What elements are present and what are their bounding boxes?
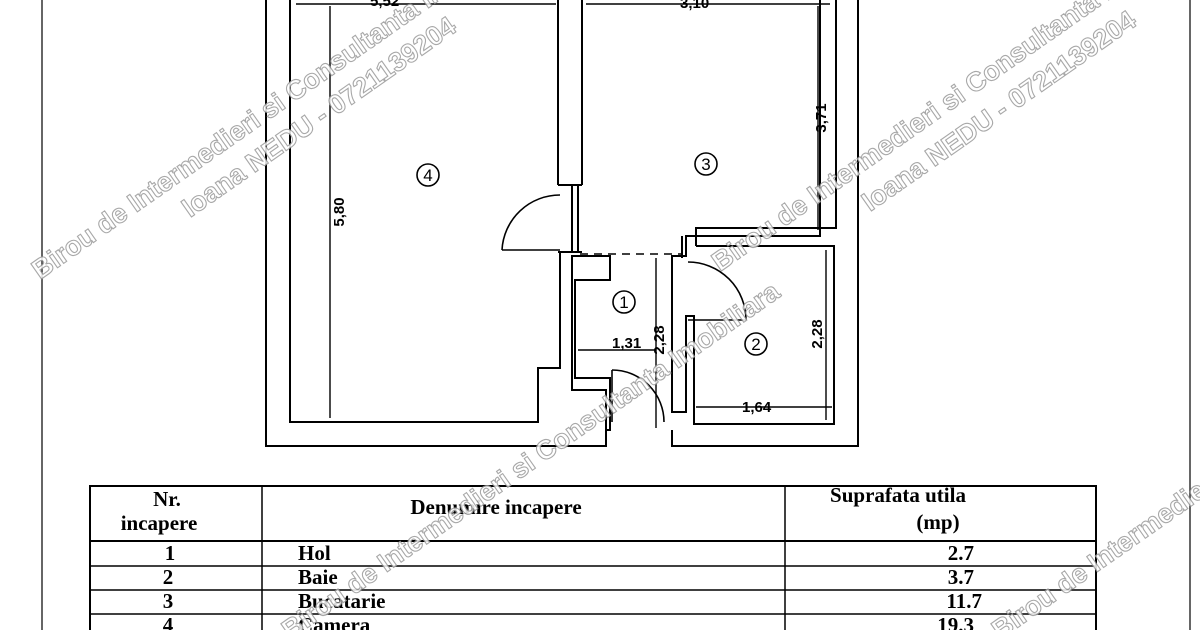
svg-text:Bucatarie: Bucatarie xyxy=(298,589,385,613)
table-header-name: Denumire incapere xyxy=(410,495,581,519)
room-marker-3: 3 xyxy=(694,152,718,176)
svg-text:Ioana NEDU - 0721139204: Ioana NEDU - 0721139204 xyxy=(176,11,461,223)
dimension-label-2-28-bath: 2,28 xyxy=(809,319,826,348)
dimension-label-5-80: 5,80 xyxy=(331,197,348,226)
svg-text:Camera: Camera xyxy=(298,613,371,630)
svg-text:Hol: Hol xyxy=(298,541,331,565)
table-header-area-line2: (mp) xyxy=(916,510,959,534)
svg-text:3: 3 xyxy=(701,155,710,174)
svg-text:Birou de Intermedieri si Consu: Birou de Intermedieri si Consultanta Imo… xyxy=(986,276,1200,630)
svg-text:Birou de Intermedieri si Consu: Birou de Intermedieri si Consultanta Imo… xyxy=(276,276,786,630)
svg-text:11.7: 11.7 xyxy=(946,589,982,613)
dimension-label-1-64: 1,64 xyxy=(742,399,772,416)
table-row: 2 Baie 3.7 xyxy=(163,565,974,589)
svg-text:Ioana NEDU - 0721139204: Ioana NEDU - 0721139204 xyxy=(856,5,1141,217)
svg-text:1: 1 xyxy=(165,541,176,565)
svg-text:Baie: Baie xyxy=(298,565,338,589)
dimension-label-2-28-hall: 2,28 xyxy=(651,325,668,354)
dimension-label-5-52: 5,52 xyxy=(370,0,399,10)
table-header-nr-line2: incapere xyxy=(121,511,198,535)
dimension-lines xyxy=(296,3,832,428)
svg-text:1: 1 xyxy=(619,293,628,312)
svg-text:3: 3 xyxy=(163,589,174,613)
room-table xyxy=(89,485,1097,630)
svg-text:2: 2 xyxy=(751,335,760,354)
svg-text:19.3: 19.3 xyxy=(937,613,974,630)
dimension-label-1-31: 1,31 xyxy=(612,335,641,352)
watermark: Birou de Intermedieri si Consultanta Imo… xyxy=(26,0,1200,630)
table-row: 4 Camera 19.3 xyxy=(163,613,974,630)
table-header-nr-line1: Nr. xyxy=(153,487,181,511)
room-marker-1: 1 xyxy=(612,290,636,314)
room-marker-2: 2 xyxy=(744,332,768,356)
dimension-label-3-10: 3,10 xyxy=(680,0,709,12)
svg-text:4: 4 xyxy=(163,613,174,630)
table-row: 3 Bucatarie 11.7 xyxy=(163,589,982,613)
interior-walls xyxy=(557,0,835,425)
svg-text:3.7: 3.7 xyxy=(948,565,974,589)
dimension-label-3-71: 3,71 xyxy=(813,103,830,132)
svg-text:4: 4 xyxy=(423,166,432,185)
table-row: 1 Hol 2.7 xyxy=(165,541,974,565)
door-swings xyxy=(501,194,747,423)
room-marker-4: 4 xyxy=(416,163,440,187)
table-header-area-line1: Suprafata utila xyxy=(830,483,966,507)
svg-text:2: 2 xyxy=(163,565,174,589)
svg-text:2.7: 2.7 xyxy=(948,541,974,565)
